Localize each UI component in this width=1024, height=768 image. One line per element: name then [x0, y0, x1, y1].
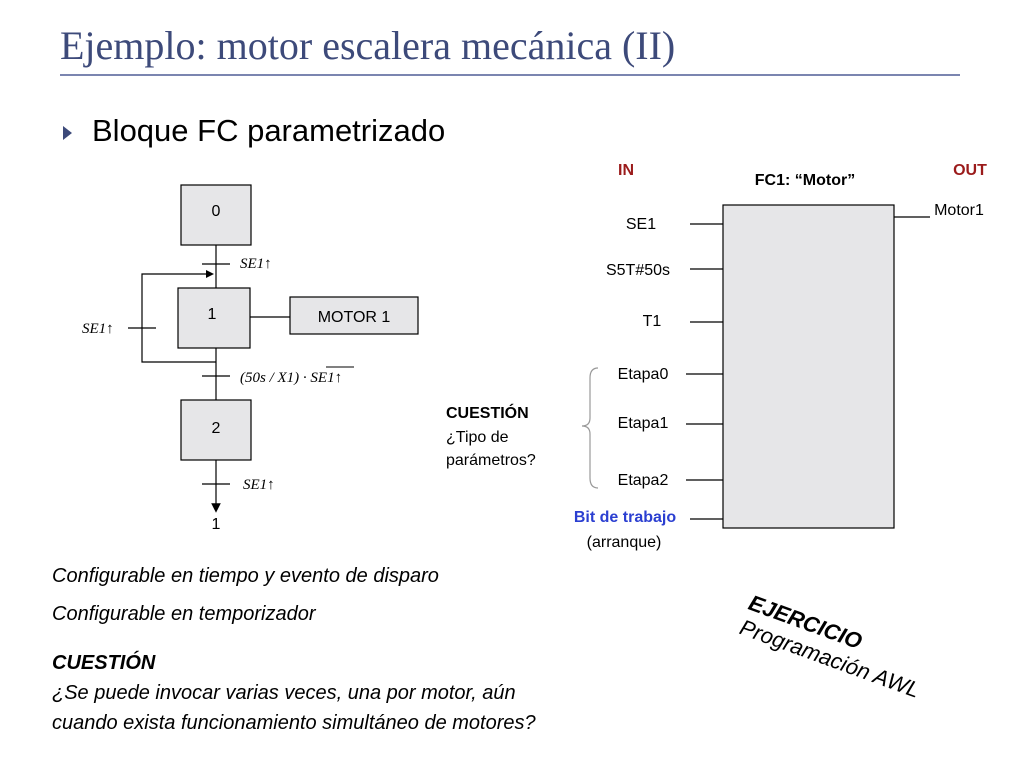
bullet-arrow-icon: [63, 126, 72, 140]
fc-question-title: CUESTIÓN: [446, 403, 529, 422]
action-box: [289, 296, 419, 335]
transition-1-2: (50s / X1) · SE1↑: [240, 370, 342, 386]
grafcet: [128, 245, 290, 513]
note-trigger: Configurable en tiempo y evento de dispa…: [52, 565, 439, 587]
fc-question-line1: ¿Tipo de: [446, 429, 509, 446]
step-0-box: [180, 184, 252, 246]
note-timer: Configurable en temporizador: [52, 603, 316, 625]
transition-side: SE1↑: [82, 321, 114, 337]
fc-block-title: FC1: “Motor”: [755, 172, 855, 189]
step-1-box: [177, 287, 251, 349]
title-divider: [60, 74, 960, 76]
step-1-label: 1: [208, 306, 217, 323]
input-s5t: S5T#50s: [606, 262, 670, 279]
transition-2-1: SE1↑: [243, 477, 275, 493]
input-t1: T1: [643, 313, 662, 330]
work-bit-note: (arranque): [587, 534, 662, 551]
parameters-brace: [581, 367, 599, 489]
output-motor1: Motor1: [934, 202, 984, 219]
input-se1: SE1: [626, 216, 656, 233]
step-2-box: [180, 399, 252, 461]
fc-question-line2: parámetros?: [446, 452, 536, 469]
question-title: CUESTIÓN: [52, 652, 156, 674]
input-etapa2: Etapa2: [618, 472, 669, 489]
input-work-bit: Bit de trabajo: [574, 509, 676, 526]
question-line1: ¿Se puede invocar varias veces, una por …: [52, 682, 516, 704]
jump-target-label: 1: [212, 516, 221, 533]
fc-wires: [686, 216, 930, 520]
input-etapa0: Etapa0: [618, 366, 669, 383]
question-line2: cuando exista funcionamiento simultáneo …: [52, 712, 536, 734]
input-etapa1: Etapa1: [618, 415, 669, 432]
fc-block: [722, 204, 895, 529]
page-title: Ejemplo: motor escalera mecánica (II): [60, 23, 676, 68]
step-0-label: 0: [212, 203, 221, 220]
out-label: OUT: [953, 162, 987, 179]
action-label: MOTOR 1: [318, 309, 391, 326]
transition-0-1: SE1↑: [240, 256, 272, 272]
step-2-label: 2: [212, 420, 221, 437]
in-label: IN: [618, 162, 634, 179]
bullet-text: Bloque FC parametrizado: [92, 113, 446, 148]
